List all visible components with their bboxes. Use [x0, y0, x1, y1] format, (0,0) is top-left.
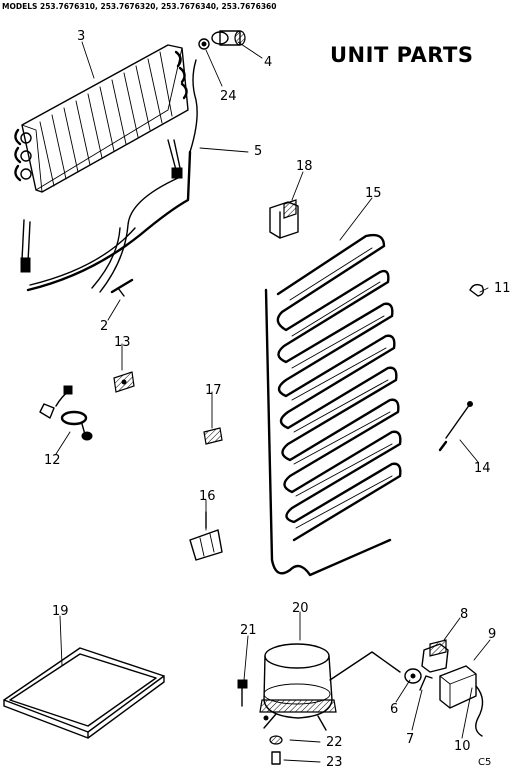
callout-9: 9	[488, 627, 496, 642]
harness-part-12	[39, 385, 93, 441]
callout-10: 10	[454, 739, 471, 754]
callout-6: 6	[390, 702, 398, 717]
callout-5: 5	[254, 144, 262, 159]
callout-13: 13	[114, 335, 131, 350]
page-title: UNIT PARTS	[330, 43, 473, 67]
callout-24: 24	[220, 89, 237, 104]
callout-3: 3	[77, 29, 85, 44]
grommet-part-22	[269, 735, 283, 745]
callout-21: 21	[240, 623, 257, 638]
relay-part-8	[421, 639, 449, 673]
callout-7: 7	[406, 732, 414, 747]
callout-20: 20	[292, 601, 309, 616]
sleeve-part-23	[271, 751, 281, 765]
clip-part-7	[419, 675, 433, 691]
page-code: C5	[478, 757, 491, 768]
callout-14: 14	[474, 461, 491, 476]
clip-part-2	[110, 278, 134, 297]
evaporator-part-15	[264, 233, 402, 577]
callout-18: 18	[296, 159, 313, 174]
clip-part-11	[469, 283, 485, 297]
tray-part-19	[3, 647, 165, 739]
bolt-part-21	[237, 679, 248, 707]
capacitor-part-9	[439, 665, 477, 709]
callout-17: 17	[205, 383, 222, 398]
callout-15: 15	[365, 186, 382, 201]
callout-22: 22	[326, 735, 343, 750]
callout-labels: 3 4 24 5 18 15 11 2 13 17 12 14 16 19 20…	[44, 29, 511, 768]
bracket-part-13	[113, 371, 135, 393]
compressor-part-20	[259, 643, 401, 731]
callout-16: 16	[199, 489, 216, 504]
probe-part-14	[438, 401, 473, 452]
small-motor-part-4	[211, 30, 246, 46]
callout-4: 4	[264, 55, 272, 70]
overload-part-6	[404, 668, 422, 684]
callout-8: 8	[460, 607, 468, 622]
models-header: MODELS 253.7676310, 253.7676320, 253.767…	[2, 2, 277, 11]
clip-part-17	[203, 427, 223, 445]
grommet-part-24	[198, 38, 210, 50]
callout-19: 19	[52, 604, 69, 619]
box-part-18	[269, 199, 299, 239]
leader-lines	[55, 41, 491, 763]
callout-2: 2	[100, 319, 108, 334]
bracket-part-16	[189, 511, 223, 561]
callout-12: 12	[44, 453, 61, 468]
callout-11: 11	[494, 281, 511, 296]
condenser-part-3	[14, 44, 198, 293]
callout-23: 23	[326, 755, 343, 768]
cord-part-10	[475, 685, 484, 737]
